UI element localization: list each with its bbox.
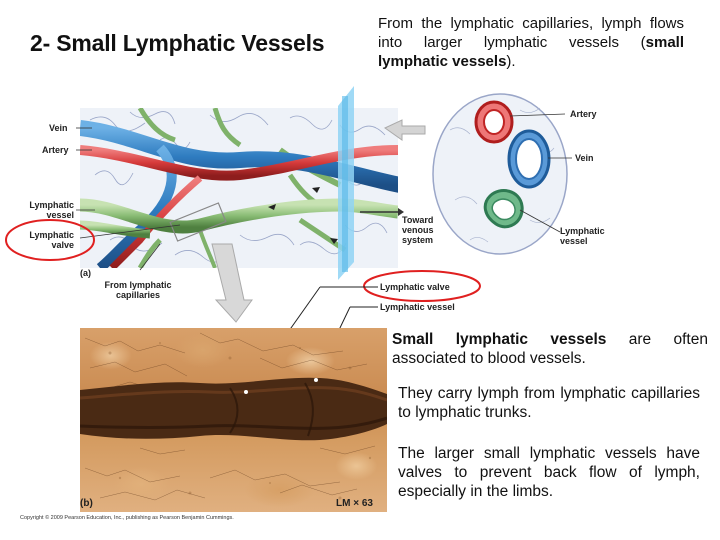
page-title: 2- Small Lymphatic Vessels xyxy=(30,30,325,56)
label-b-lymphatic-valve: Lymphatic valve xyxy=(380,282,450,292)
intro-text-after: ). xyxy=(506,53,516,70)
cross-section-arrow xyxy=(384,119,426,141)
artery-branch xyxy=(109,175,203,268)
label-panel-a: (a) xyxy=(80,268,91,278)
copyright-text: Copyright © 2009 Pearson Education, Inc.… xyxy=(20,515,234,521)
micrograph-arrow xyxy=(211,243,253,323)
paragraph-association-rest: are often associated to blood vessels. xyxy=(392,331,708,367)
valve-highlight-ellipse xyxy=(5,219,95,261)
label-cs-artery: Artery xyxy=(570,109,597,119)
label-artery: Artery xyxy=(42,145,69,155)
lymphatic-vessel-lower xyxy=(80,220,151,239)
leader-lines-a xyxy=(76,127,181,271)
label-magnification: LM × 63 xyxy=(336,498,373,509)
intro-text-bold: small lymphatic vessels xyxy=(378,34,684,70)
intro-text-before: From the lymphatic capillaries, lymph fl… xyxy=(378,15,684,51)
toward-arrow xyxy=(398,208,404,216)
label-b-lymphatic-vessel: Lymphatic vessel xyxy=(380,302,455,312)
lymphatic-vessel xyxy=(80,198,398,234)
label-panel-b: (b) xyxy=(80,498,93,509)
paragraph-association: Small lymphatic vessels are often associ… xyxy=(392,330,708,368)
intro-text: From the lymphatic capillaries, lymph fl… xyxy=(378,14,684,71)
paragraph-carry: They carry lymph from lymphatic capillar… xyxy=(398,385,700,421)
label-vein: Vein xyxy=(49,123,68,133)
valve-label-highlight xyxy=(363,270,481,302)
flow-arrows xyxy=(268,187,338,244)
valve-callout-box xyxy=(169,202,227,242)
micrograph-image xyxy=(80,328,387,512)
paragraph-association-bold: Small lymphatic vessels xyxy=(392,331,607,348)
label-cs-vein: Vein xyxy=(575,153,594,163)
cross-section xyxy=(432,93,572,255)
paragraph-valves: The larger small lymphatic vessels have … xyxy=(398,445,700,500)
